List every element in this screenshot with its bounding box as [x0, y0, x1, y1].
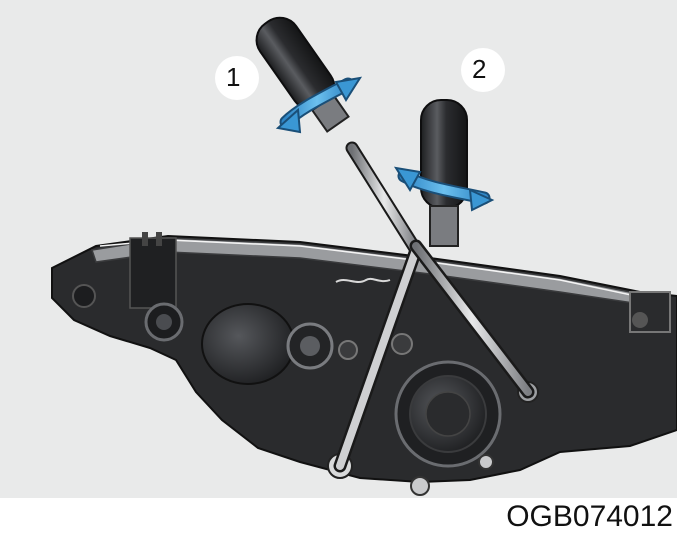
headlamp-illustration [51, 16, 677, 496]
figure-code: OGB074012 [506, 500, 673, 533]
callout-badge-2 [461, 48, 505, 92]
headlamp-housing [51, 232, 677, 496]
callout-badge-1 [215, 56, 259, 100]
screwdriver-icon [255, 16, 423, 473]
rotation-arrow-icon [393, 166, 495, 212]
callout-label-1: 1 [226, 62, 241, 92]
callout-label-2: 2 [472, 54, 487, 84]
rotation-arrow-icon [275, 76, 363, 134]
